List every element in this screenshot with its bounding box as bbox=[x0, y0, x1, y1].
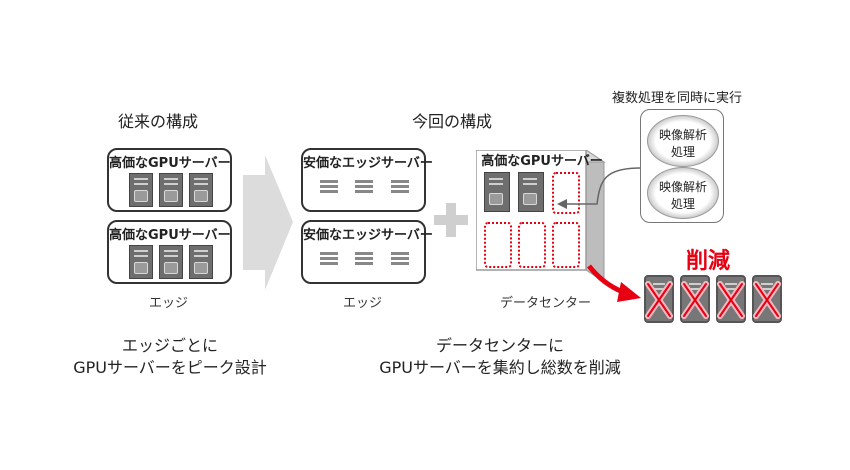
edge-server-label: 安価なエッジサーバー bbox=[303, 228, 433, 243]
gpu-server-label: 高価なGPUサーバー bbox=[109, 228, 231, 243]
gpu-server-unit bbox=[159, 173, 183, 207]
conventional-heading: 従来の構成 bbox=[118, 112, 199, 131]
connector-arrow-icon bbox=[557, 167, 641, 209]
edge-server-unit bbox=[391, 252, 409, 266]
empty-slot bbox=[484, 222, 512, 268]
gpu-server-unit bbox=[189, 245, 213, 279]
edge-server-unit bbox=[320, 252, 338, 266]
gpu-server-box-bottom: 高価なGPUサーバー bbox=[107, 220, 232, 284]
edge-server-box-bottom: 安価なエッジサーバー bbox=[301, 220, 433, 284]
red-arrow-icon bbox=[587, 264, 641, 302]
reduction-label: 削減 bbox=[686, 249, 731, 274]
edge-server-unit bbox=[355, 252, 373, 266]
edge-server-unit bbox=[355, 180, 373, 194]
transition-arrow-icon bbox=[243, 155, 293, 290]
gpu-server-unit bbox=[129, 245, 153, 279]
datacenter-gpu-unit bbox=[518, 172, 544, 212]
empty-slot bbox=[518, 222, 546, 268]
edge-caption-right: エッジ bbox=[343, 296, 383, 311]
reduced-servers bbox=[640, 270, 785, 330]
datacenter-caption: データセンター bbox=[500, 296, 592, 311]
new-config-heading: 今回の構成 bbox=[412, 112, 493, 131]
video-analysis-process: 映像解析 処理 bbox=[647, 115, 719, 167]
edge-caption-left: エッジ bbox=[149, 296, 189, 311]
gpu-server-label: 高価なGPUサーバー bbox=[109, 156, 231, 171]
edge-server-unit bbox=[391, 180, 409, 194]
conventional-summary-line1: エッジごとに bbox=[121, 336, 218, 355]
new-config-summary-line2: GPUサーバーを集約し総数を削減 bbox=[379, 358, 621, 377]
empty-slot bbox=[552, 222, 580, 268]
new-config-summary-line1: データセンターに bbox=[435, 336, 564, 355]
edge-server-box-top: 安価なエッジサーバー bbox=[301, 148, 433, 212]
processing-panel: 映像解析 処理 映像解析 処理 bbox=[640, 109, 724, 223]
plus-icon bbox=[434, 203, 468, 237]
conventional-summary: エッジごとに GPUサーバーをピーク設計 bbox=[60, 335, 280, 379]
gpu-server-unit bbox=[129, 173, 153, 207]
gpu-server-unit bbox=[189, 173, 213, 207]
processing-title: 複数処理を同時に実行 bbox=[612, 91, 743, 106]
edge-server-unit bbox=[320, 180, 338, 194]
conventional-summary-line2: GPUサーバーをピーク設計 bbox=[73, 358, 267, 377]
cross-mark-icon bbox=[645, 281, 781, 319]
new-config-summary: データセンターに GPUサーバーを集約し総数を削減 bbox=[350, 335, 650, 379]
video-analysis-process: 映像解析 処理 bbox=[647, 167, 719, 219]
gpu-server-unit bbox=[159, 245, 183, 279]
edge-server-label: 安価なエッジサーバー bbox=[303, 156, 433, 171]
datacenter-gpu-unit bbox=[484, 172, 510, 212]
datacenter-gpu-label: 高価なGPUサーバー bbox=[481, 154, 603, 169]
gpu-server-box-top: 高価なGPUサーバー bbox=[107, 148, 232, 212]
